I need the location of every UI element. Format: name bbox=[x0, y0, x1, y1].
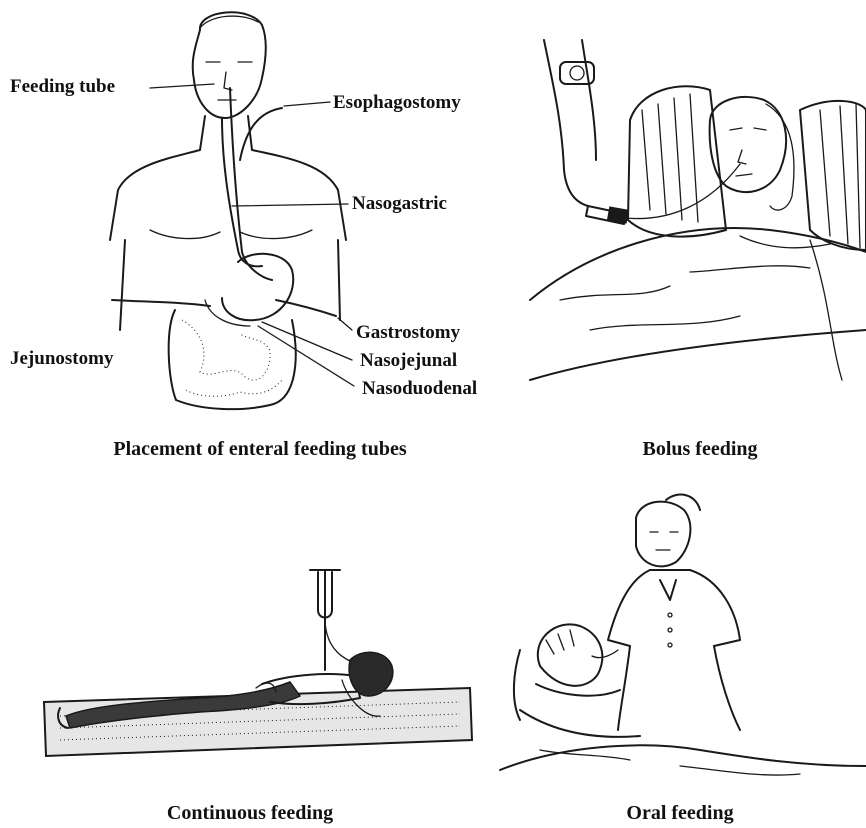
label-esophagostomy: Esophagostomy bbox=[333, 92, 461, 114]
label-nasoduodenal: Nasoduodenal bbox=[362, 378, 477, 400]
bedridden-patient-syringe-illustration bbox=[530, 0, 866, 470]
caption-oral: Oral feeding bbox=[570, 802, 790, 825]
label-gastrostomy: Gastrostomy bbox=[356, 322, 460, 344]
caption-bolus: Bolus feeding bbox=[570, 438, 830, 461]
continuous-panel: Continuous feeding bbox=[0, 470, 480, 828]
label-nasojejunal: Nasojejunal bbox=[360, 350, 457, 372]
nurse-feeding-patient-illustration bbox=[500, 470, 866, 828]
supine-patient-iv-drip-illustration bbox=[0, 470, 480, 828]
oral-panel: Oral feeding bbox=[500, 470, 866, 828]
caption-continuous: Continuous feeding bbox=[120, 802, 380, 825]
label-feeding-tube: Feeding tube bbox=[10, 76, 115, 98]
caption-placement: Placement of enteral feeding tubes bbox=[60, 438, 460, 461]
bolus-panel: Bolus feeding bbox=[530, 0, 866, 470]
placement-panel: Feeding tube Esophagostomy Nasogastric G… bbox=[0, 0, 530, 470]
label-nasogastric: Nasogastric bbox=[352, 193, 447, 215]
label-jejunostomy: Jejunostomy bbox=[10, 348, 113, 370]
